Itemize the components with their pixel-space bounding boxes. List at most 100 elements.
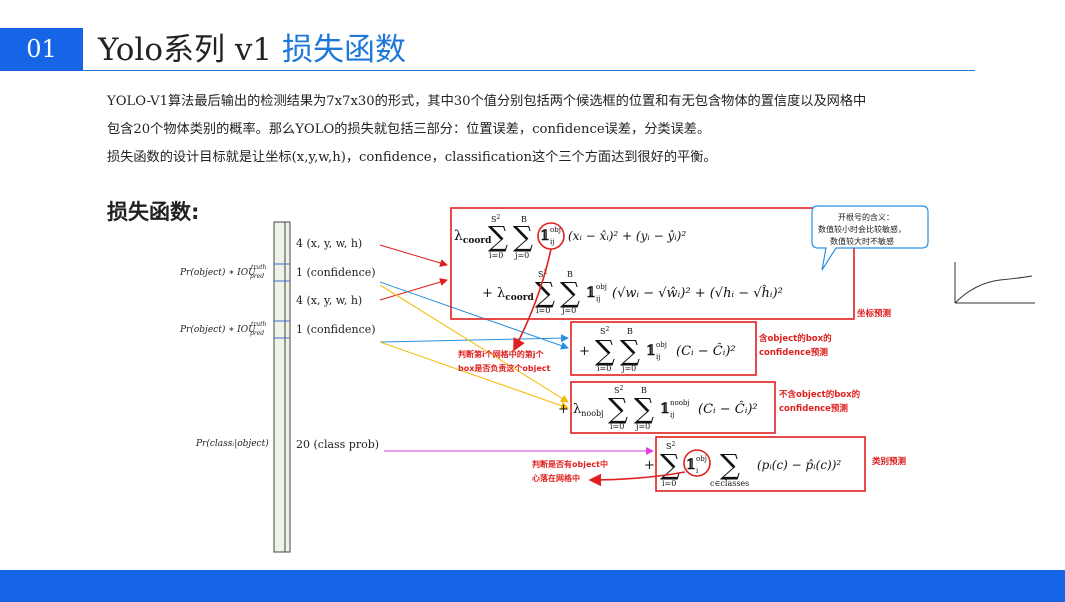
- svg-text:∑: ∑: [595, 334, 615, 367]
- svg-text:∑: ∑: [634, 392, 654, 425]
- left-formula-1: Pr(object) ∗ IOU truth pred: [179, 264, 267, 280]
- svg-text:B: B: [627, 327, 633, 336]
- svg-text:pred: pred: [250, 330, 264, 337]
- responsible-note-2: box是否负责这个object: [458, 363, 551, 373]
- svg-text:i: i: [696, 467, 699, 475]
- responsible-note-1: 判断第i个网格中的第j个: [458, 349, 544, 359]
- svg-text:(Cᵢ − Ĉᵢ)²: (Cᵢ − Ĉᵢ)²: [676, 342, 736, 359]
- left-formula-3: Pr(classᵢ|object): [195, 438, 269, 449]
- svg-text:∑: ∑: [488, 220, 508, 253]
- title-prefix: Yolo系列 v1: [98, 32, 282, 68]
- svg-text:𝟙: 𝟙: [586, 285, 596, 301]
- svg-text:pred: pred: [250, 273, 264, 280]
- obj-loss-box: [570, 321, 757, 376]
- noobj-loss-formula: + λnoobj S2 ∑ i=0 B ∑ j=0 𝟙 noobj ij (Cᵢ…: [558, 385, 758, 431]
- svg-text:S2: S2: [614, 385, 623, 395]
- arrow-xywh2-coord: [379, 278, 448, 301]
- sqrt-curve-plot: [954, 262, 1035, 304]
- svg-text:(Cᵢ − Ĉᵢ)²: (Cᵢ − Ĉᵢ)²: [698, 400, 758, 417]
- svg-text:ij: ij: [670, 411, 674, 419]
- coord-label: 坐标预测: [857, 308, 892, 319]
- svg-text:数值较大时不敏感: 数值较大时不敏感: [830, 236, 894, 246]
- svg-text:+: +: [644, 458, 655, 473]
- svg-text:(√wᵢ − √ŵᵢ)² + (√hᵢ − √ĥᵢ)²: (√wᵢ − √ŵᵢ)² + (√hᵢ − √ĥᵢ)²: [612, 285, 783, 301]
- svg-text:𝟙: 𝟙: [660, 401, 670, 417]
- page-title: Yolo系列 v1 损失函数: [98, 24, 406, 69]
- noobj-loss-box: [570, 381, 776, 434]
- sqrt-note-bubble: 开根号的含义： 数值较小时会比较敏感， 数值较大时不敏感: [811, 205, 929, 271]
- svg-text:(pᵢ(c) − p̂ᵢ(c))²: (pᵢ(c) − p̂ᵢ(c))²: [757, 458, 841, 472]
- left-formula-2: Pr(object) ∗ IOU truth pred: [179, 321, 267, 337]
- svg-text:∑: ∑: [660, 448, 680, 481]
- svg-text:+ λnoobj: + λnoobj: [558, 402, 604, 418]
- svg-text:∑: ∑: [535, 276, 555, 309]
- svg-text:∑: ∑: [608, 392, 628, 425]
- arrow-conf1-noobj: [379, 284, 569, 403]
- coord-loss-formula: λcoord S2 ∑ i=0 B ∑ j=0 𝟙 obj ij (xᵢ − x…: [454, 214, 783, 315]
- svg-text:∑: ∑: [560, 276, 580, 309]
- svg-text:obj: obj: [656, 341, 667, 349]
- svg-text:λcoord: λcoord: [454, 228, 492, 246]
- responsible-arrow: [513, 248, 552, 352]
- svg-text:ij: ij: [656, 353, 660, 361]
- svg-text:𝟙: 𝟙: [646, 343, 656, 359]
- svg-text:Pr(object) ∗ IOU: Pr(object) ∗ IOU: [179, 267, 256, 278]
- intro-paragraph: YOLO-V1算法最后输出的检测结果为7x7x30的形式，其中30个值分别包括两…: [107, 88, 987, 172]
- arrow-xywh1-coord: [379, 244, 448, 267]
- svg-text:∑: ∑: [720, 448, 740, 481]
- svg-text:j=0: j=0: [621, 364, 636, 373]
- svg-text:Pr(object) ∗ IOU: Pr(object) ∗ IOU: [179, 324, 256, 335]
- output-vector-bar: [273, 221, 291, 553]
- vector-label-xywh-2: 4 (x, y, w, h): [296, 294, 362, 307]
- svg-text:ij: ij: [550, 238, 554, 246]
- svg-text:i=0: i=0: [489, 251, 503, 260]
- vector-label-conf-2: 1 (confidence): [296, 323, 376, 336]
- center-arrow: [588, 471, 686, 487]
- class-loss-box: [655, 436, 866, 492]
- svg-text:noobj: noobj: [670, 399, 690, 407]
- center-note-2: 心落在网格中: [532, 473, 580, 483]
- svg-text:truth: truth: [251, 321, 267, 328]
- loss-diagram: 4 (x, y, w, h) 1 (confidence) 4 (x, y, w…: [179, 205, 1035, 553]
- svg-text:i=0: i=0: [662, 479, 676, 488]
- svg-text:S2: S2: [491, 214, 500, 224]
- svg-text:𝟙: 𝟙: [686, 457, 696, 473]
- svg-text:𝟙: 𝟙: [540, 228, 550, 244]
- svg-text:ij: ij: [596, 295, 600, 303]
- vector-label-xywh-1: 4 (x, y, w, h): [296, 237, 362, 250]
- title-underline: [83, 70, 975, 71]
- title-accent: 损失函数: [281, 32, 406, 68]
- vector-label-class: 20 (class prob): [296, 438, 379, 451]
- svg-text:c∈classes: c∈classes: [710, 479, 749, 488]
- svg-text:j=0: j=0: [561, 306, 576, 315]
- arrow-conf2-obj: [379, 334, 569, 343]
- svg-text:数值较小时会比较敏感，: 数值较小时会比较敏感，: [818, 224, 906, 234]
- obj-label-2: confidence预测: [759, 347, 828, 358]
- coord-loss-box: [450, 207, 855, 320]
- class-label: 类别预测: [872, 456, 907, 467]
- intro-line-3: 损失函数的设计目标就是让坐标(x,y,w,h)，confidence，class…: [107, 150, 717, 165]
- loss-heading: 损失函数:: [107, 200, 200, 224]
- noobj-label-1: 不含object的box的: [779, 389, 861, 400]
- intro-line-2: 包含20个物体类别的概率。那么YOLO的损失就包括三部分：位置误差，confid…: [107, 122, 711, 137]
- svg-text:开根号的含义：: 开根号的含义：: [838, 212, 894, 222]
- svg-text:truth: truth: [251, 264, 267, 271]
- svg-text:obj: obj: [696, 455, 707, 463]
- svg-text:+ λcoord: + λcoord: [482, 286, 534, 303]
- svg-text:B: B: [521, 215, 527, 224]
- svg-text:obj: obj: [550, 226, 561, 234]
- svg-text:S2: S2: [600, 326, 609, 336]
- intro-line-1: YOLO-V1算法最后输出的检测结果为7x7x30的形式，其中30个值分别包括两…: [107, 94, 867, 109]
- obj-loss-formula: + S2 ∑ i=0 B ∑ j=0 𝟙 obj ij (Cᵢ − Ĉᵢ)²: [579, 326, 736, 373]
- svg-text:B: B: [641, 386, 647, 395]
- svg-text:+: +: [579, 344, 590, 359]
- svg-text:i=0: i=0: [610, 422, 624, 431]
- footer-bar: [0, 570, 1065, 602]
- svg-text:i=0: i=0: [597, 364, 611, 373]
- svg-text:i=0: i=0: [536, 306, 550, 315]
- svg-text:j=0: j=0: [635, 422, 650, 431]
- noobj-label-2: confidence预测: [779, 403, 848, 414]
- svg-text:B: B: [567, 270, 573, 279]
- arrow-conf1-obj: [379, 281, 569, 350]
- svg-text:∑: ∑: [513, 220, 533, 253]
